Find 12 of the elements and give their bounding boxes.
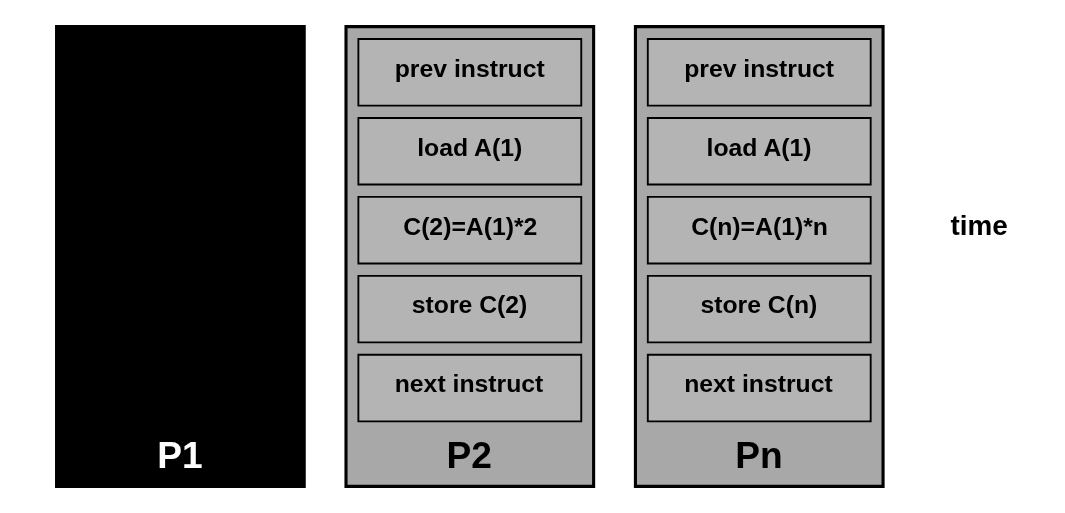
node-box: C(2)=A(1)*2 — [357, 196, 583, 265]
node-box: load A(1) — [357, 117, 583, 186]
node-box: P1 — [55, 25, 306, 488]
node-box: load A(1) — [646, 117, 872, 186]
node-box: next instruct — [646, 353, 872, 423]
node-box: prev instruct — [357, 38, 583, 107]
node-box: store C(2) — [357, 274, 583, 344]
label: time — [950, 210, 1008, 242]
node-box: next instruct — [357, 353, 583, 423]
node-box: store C(n) — [646, 274, 872, 344]
node-box: prev instruct — [646, 38, 872, 107]
node-box: C(n)=A(1)*n — [646, 196, 872, 265]
